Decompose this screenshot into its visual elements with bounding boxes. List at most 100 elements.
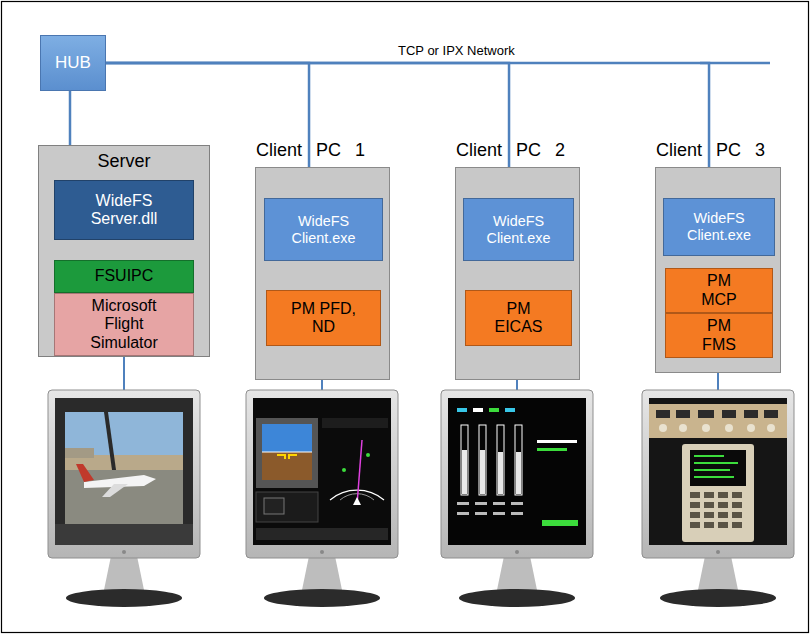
monitor-mcp-fms-part-part: [698, 410, 714, 418]
box-label: PM MCP: [691, 272, 747, 309]
fsuipc-box: FSUIPC: [54, 260, 194, 293]
client-pc-box: Client PC 3WideFS Client.exePM MCPPM FMS: [655, 167, 781, 373]
monitor-eicas-part-part: [475, 502, 487, 505]
pc-heading: Client PC 2: [456, 140, 565, 161]
monitor-mcp-fms-part-part: [725, 424, 733, 432]
monitor-eicas-part: [537, 448, 567, 451]
monitor-mcp-fms-part-part: [732, 512, 742, 518]
monitor-mcp-fms-part-part: [694, 462, 738, 464]
monitor-cables: [124, 300, 718, 392]
box-label: FSUIPC: [95, 267, 154, 285]
monitor-eicas-part: [515, 550, 519, 554]
box-label: WideFS Client.exe: [664, 210, 774, 243]
monitor-eicas-part: [497, 556, 537, 590]
monitor-eicas-part: [457, 502, 523, 515]
monitor-mcp-fms-part: [682, 444, 754, 542]
monitor-eicas-part: [537, 440, 577, 443]
monitor-eicas-part: [462, 450, 467, 494]
monitor-mcp-fms-part-part: [747, 424, 755, 432]
pc-heading: Client PC 3: [656, 140, 765, 161]
monitor-mcp-fms-part-part: [718, 522, 728, 528]
monitor-mcp-fms-part-part: [764, 410, 778, 418]
monitor-eicas-part: [542, 520, 578, 526]
monitor-mcp-fms-part: [642, 390, 794, 558]
simulator-box: Microsoft Flight Simulator: [54, 293, 194, 356]
pm-module-box: PM MCP: [665, 268, 773, 313]
server-dll-box: WideFS Server.dll: [54, 180, 194, 240]
monitor-mcp-fms-part: [690, 492, 742, 528]
monitor-eicas-part-part: [493, 502, 505, 505]
monitor-mcp-fms-part-part: [690, 522, 700, 528]
monitor-mcp-fms-part: [660, 589, 776, 607]
monitor-simulator-part: [64, 448, 94, 458]
monitor-simulator-part: [104, 556, 144, 590]
monitor-pfd-nd-part: [353, 497, 361, 505]
monitor-pfd-nd-part: [264, 589, 380, 607]
monitor-mcp-fms-part-part: [704, 512, 714, 518]
monitor-mcp-fms-part-part: [732, 502, 742, 508]
box-label: PM PFD, ND: [288, 300, 360, 337]
client-pc-box: Client PC 2WideFS Client.exePM EICAS: [455, 167, 580, 380]
server-box: ServerWideFS Server.dllFSUIPCMicrosoft F…: [38, 145, 210, 357]
monitor-mcp-fms-part-part: [702, 424, 710, 432]
monitor-eicas-part: [448, 398, 586, 545]
monitor-eicas-part-part: [515, 425, 522, 495]
monitor-eicas-part-part: [457, 512, 469, 515]
monitor-mcp-fms-part: [649, 404, 787, 438]
monitor-mcp-fms-part: [694, 455, 738, 478]
monitor-mcp-fms-part-part: [718, 502, 728, 508]
monitor-pfd-nd-part: [256, 492, 318, 522]
monitor-simulator-part: [122, 550, 126, 554]
monitor-pfd-nd-part: [256, 418, 318, 488]
monitor-mcp-fms-part-part: [694, 469, 730, 471]
monitor-mcp-fms-part-part: [690, 502, 700, 508]
monitor-simulator-part: [55, 398, 193, 545]
network-line: [69, 91, 72, 145]
monitor-mcp-fms-part-part: [694, 476, 734, 478]
client-exe-box: WideFS Client.exe: [463, 198, 574, 261]
monitor-eicas: [441, 390, 593, 607]
pm-module-box: PM EICAS: [465, 290, 572, 346]
box-label: Microsoft Flight Simulator: [74, 297, 174, 352]
client-pc-box: Client PC 1WideFS Client.exePM PFD, ND: [255, 167, 390, 380]
monitor-eicas-part-part: [511, 512, 523, 515]
monitor-simulator-part: [104, 412, 116, 470]
pc-heading: Client PC 1: [256, 140, 365, 161]
monitor-mcp-fms-part-part: [722, 410, 736, 418]
monitor-pfd-nd-part: [256, 528, 388, 540]
pm-module-box: PM FMS: [665, 313, 773, 358]
monitor-mcp-fms-part-part: [690, 512, 700, 518]
box-label: HUB: [55, 53, 91, 73]
box-label: PM EICAS: [484, 300, 554, 337]
monitor-eicas-part-part: [511, 502, 523, 505]
monitor-eicas-part-part: [493, 512, 505, 515]
monitor-simulator-part: [102, 484, 128, 497]
monitor-pfd-nd: [246, 390, 398, 607]
monitor-pfd-nd-part: [262, 424, 312, 452]
monitor-mcp-fms-part-part: [676, 410, 690, 418]
monitor-simulator-part: [66, 589, 182, 607]
monitor-pfd-nd-part: [262, 452, 312, 480]
monitor-pfd-nd-part: [320, 550, 324, 554]
monitor-mcp-fms-part-part: [732, 522, 742, 528]
pm-module-box: PM PFD, ND: [266, 290, 381, 346]
monitor-pfd-nd-part: [246, 390, 398, 558]
monitor-eicas-part: [459, 589, 575, 607]
monitor-mcp-fms-part-part: [659, 424, 667, 432]
monitor-simulator-part: [55, 470, 193, 545]
monitor-pfd-nd-part: [264, 498, 284, 514]
monitor-eicas-part-part: [497, 425, 504, 495]
box-label: WideFS Server.dll: [72, 192, 176, 229]
monitor-eicas-part-part: [457, 502, 469, 505]
monitor-eicas-part-part: [479, 425, 486, 495]
monitor-mcp-fms-part: [656, 410, 778, 418]
monitor-mcp-fms-part: [698, 556, 738, 590]
client-exe-box: WideFS Client.exe: [663, 198, 775, 256]
monitor-eicas-part: [489, 408, 499, 412]
monitor-simulator-part: [55, 524, 193, 545]
monitor-mcp-fms-part-part: [767, 424, 775, 432]
monitor-pfd-nd-part: [262, 452, 312, 453]
monitor-pfd-nd-part: [253, 398, 391, 545]
monitor-simulator-part: [76, 464, 94, 482]
